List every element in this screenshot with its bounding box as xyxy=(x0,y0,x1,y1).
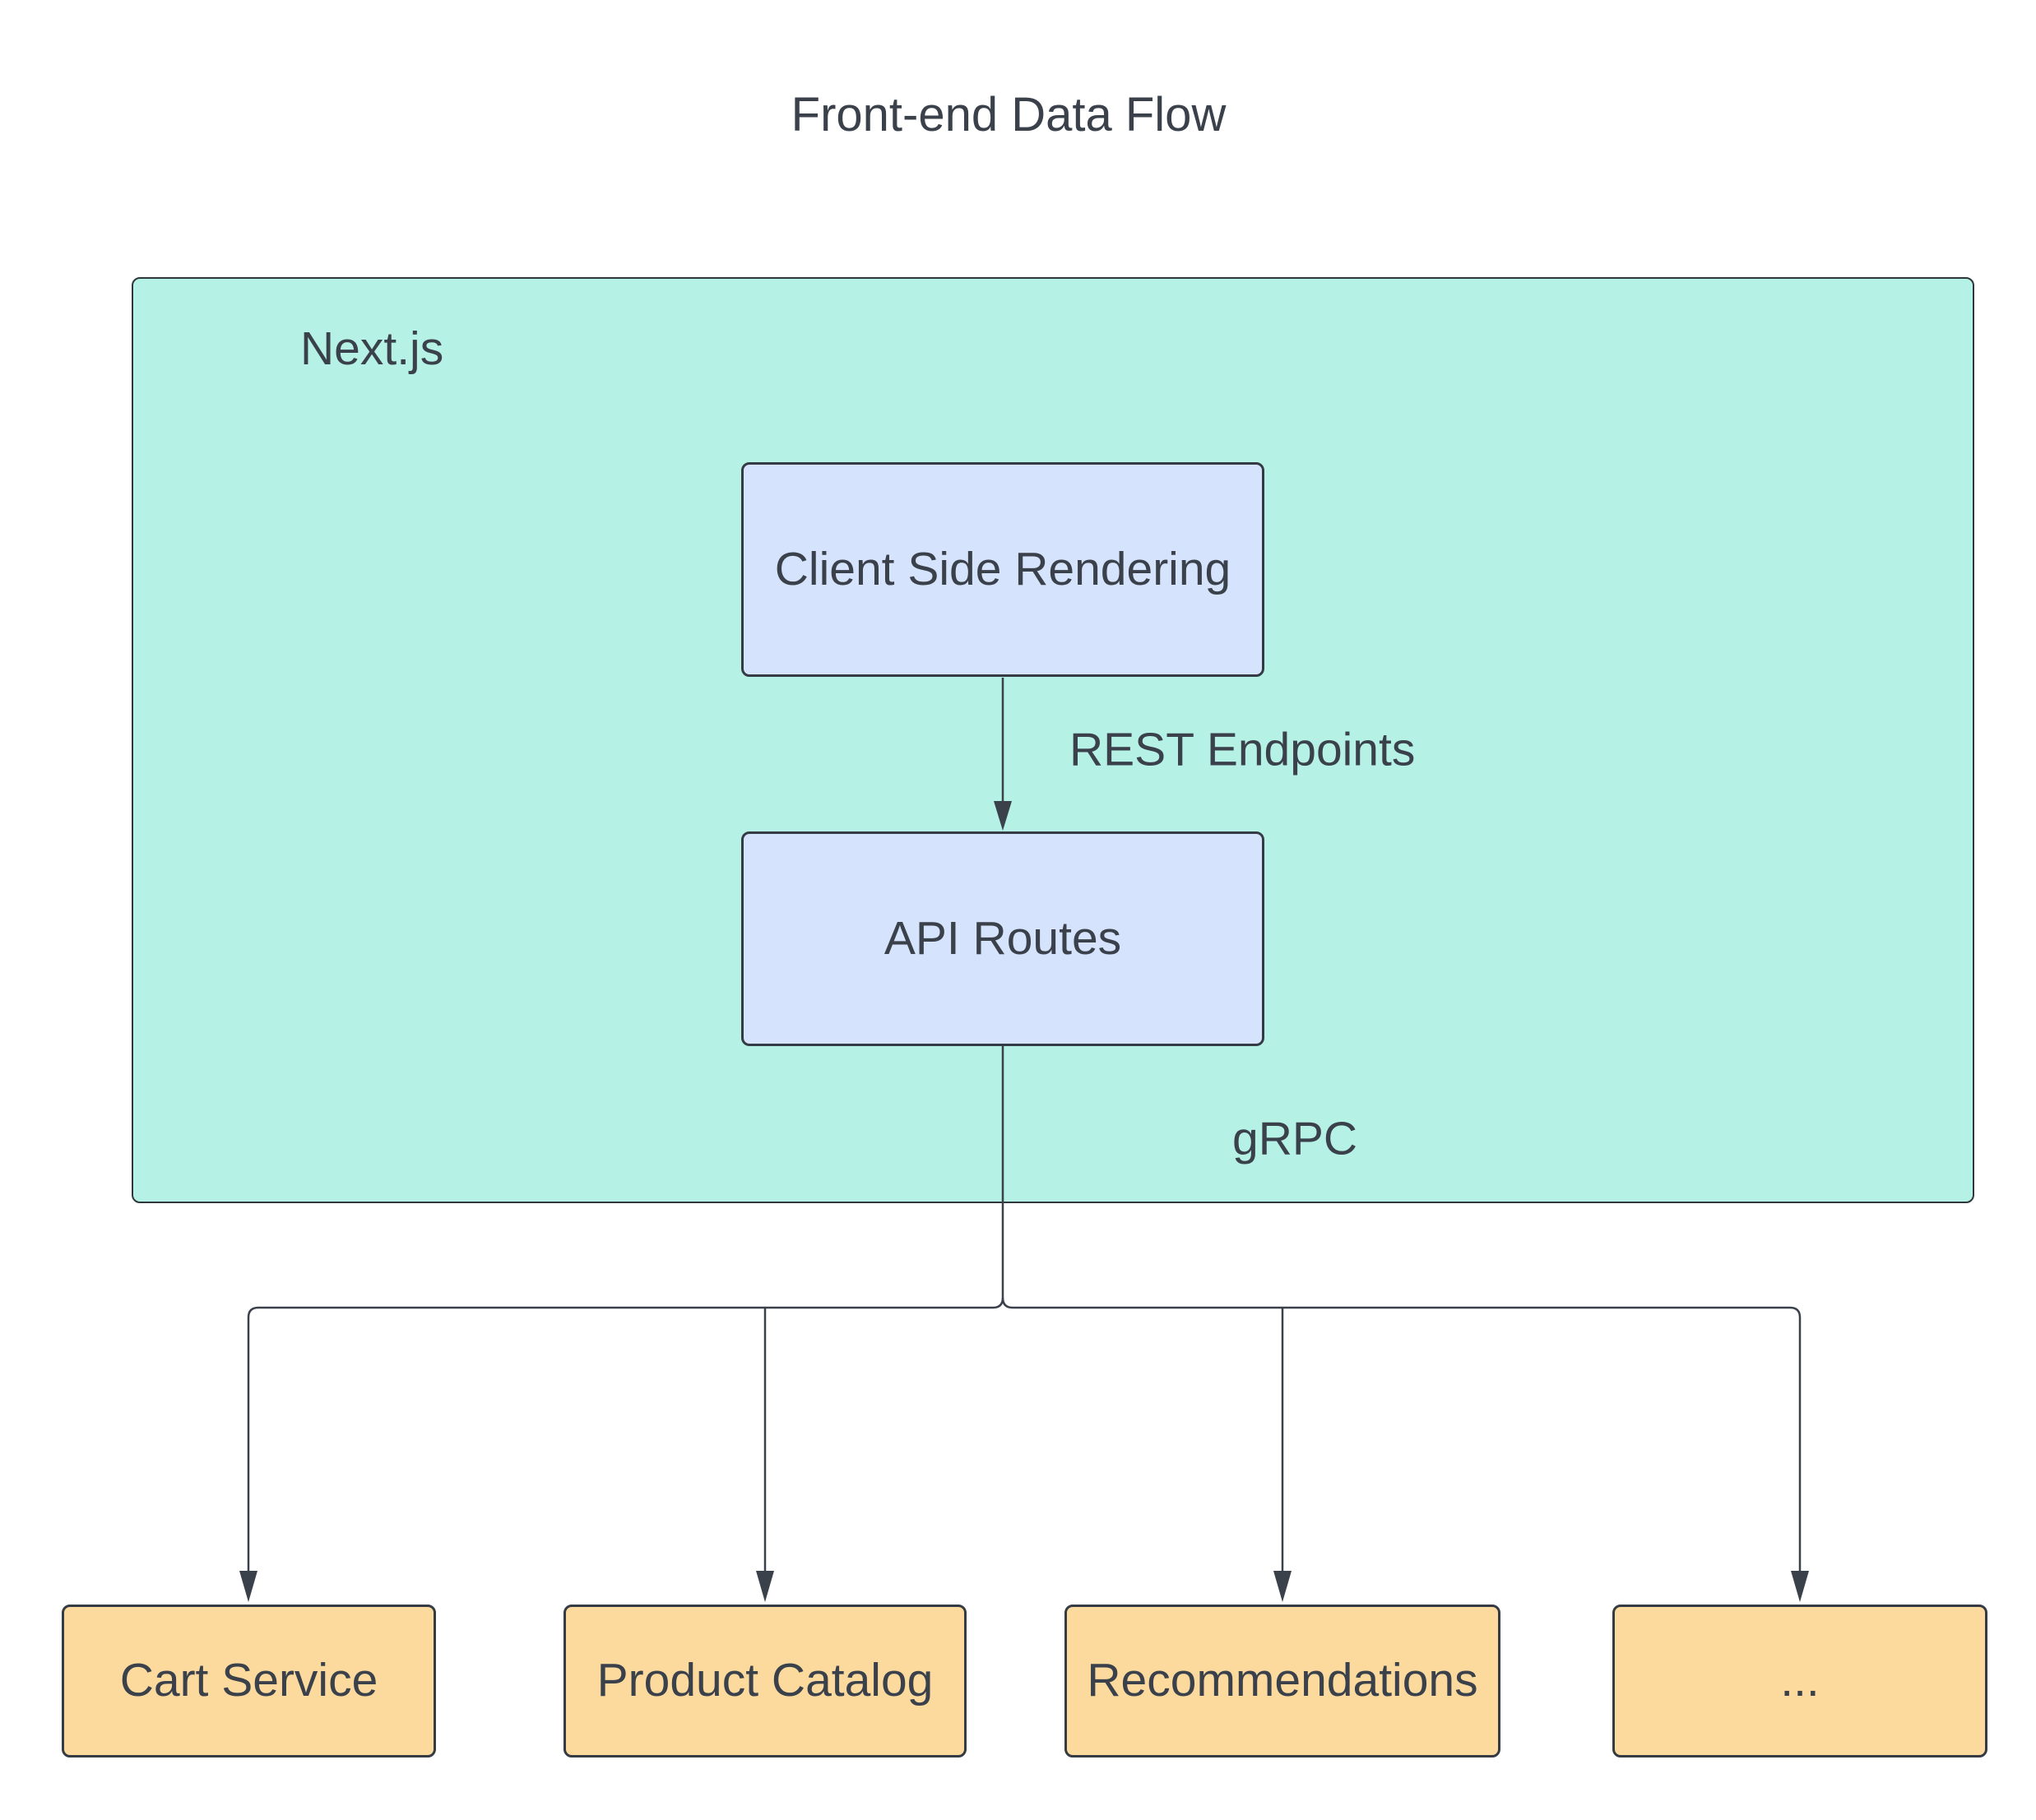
node-cart-service-label: Cart Service xyxy=(119,1654,378,1707)
node-product-catalog-label: Product Catalog xyxy=(596,1654,934,1707)
edge-label-rest-endpoints: REST Endpoints xyxy=(1069,723,1416,776)
arrowhead-more xyxy=(1791,1571,1809,1602)
diagram-title: Front-end Data Flow xyxy=(791,88,1227,141)
arrowhead-recommendations xyxy=(1273,1571,1292,1602)
edge-label-grpc: gRPC xyxy=(1232,1112,1358,1165)
nextjs-container-label: Next.js xyxy=(300,322,444,375)
node-api-routes: API Routes xyxy=(741,831,1264,1046)
node-product-catalog: Product Catalog xyxy=(563,1605,967,1757)
node-client-side-rendering-label: Client Side Rendering xyxy=(774,542,1231,595)
nextjs-container xyxy=(132,277,1974,1203)
arrowhead-api xyxy=(994,801,1012,831)
arrowhead-cart xyxy=(239,1571,257,1602)
node-recommendations: Recommendations xyxy=(1064,1605,1500,1757)
node-recommendations-label: Recommendations xyxy=(1087,1654,1478,1707)
node-cart-service: Cart Service xyxy=(62,1605,436,1757)
node-more-services: ... xyxy=(1612,1605,1987,1757)
edge-api-branch-right xyxy=(1001,1297,1802,1572)
node-client-side-rendering: Client Side Rendering xyxy=(741,462,1264,677)
node-api-routes-label: API Routes xyxy=(884,911,1122,965)
edge-api-branch-left xyxy=(247,1046,1004,1572)
arrowhead-catalog xyxy=(756,1571,774,1602)
node-more-services-label: ... xyxy=(1780,1654,1820,1707)
